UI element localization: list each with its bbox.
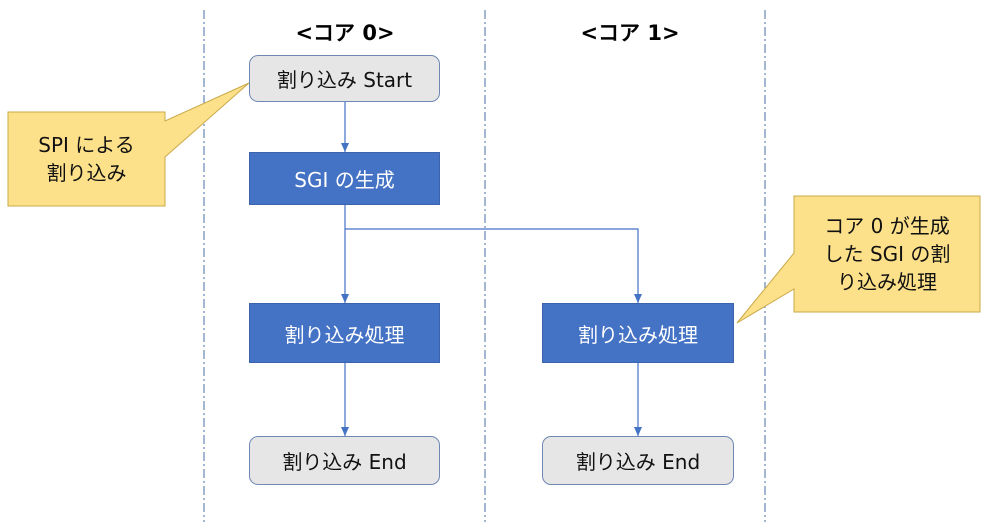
- connector-sgi-to-handler1: [345, 228, 642, 303]
- core0-sgi-generate-node: SGI の生成: [249, 152, 440, 205]
- callout-spi-line-2: 割り込み: [46, 161, 127, 185]
- lane-header-core1: <コア 1>: [580, 21, 680, 45]
- callout-spi-line-1: SPI による: [38, 133, 135, 157]
- callout-sgi-shape: [736, 195, 981, 324]
- lane-header-core0: <コア 0>: [295, 21, 395, 45]
- core0-end-node: 割り込み End: [249, 436, 440, 485]
- callout-sgi-line-2: した SGI の割: [823, 242, 951, 266]
- callout-sgi-line-1: コア 0 が生成: [824, 214, 950, 238]
- callout-sgi-line-3: り込み処理: [837, 270, 937, 294]
- callout-sgi: コア 0 が生成 した SGI の割 り込み処理: [794, 196, 980, 312]
- callout-spi-shape: [7, 82, 250, 207]
- callout-spi: SPI による 割り込み: [8, 112, 165, 206]
- core0-interrupt-handler-node: 割り込み処理: [249, 303, 440, 363]
- core1-end-node: 割り込み End: [542, 436, 734, 485]
- core0-start-node: 割り込み Start: [249, 55, 440, 102]
- core1-interrupt-handler-node: 割り込み処理: [542, 303, 734, 363]
